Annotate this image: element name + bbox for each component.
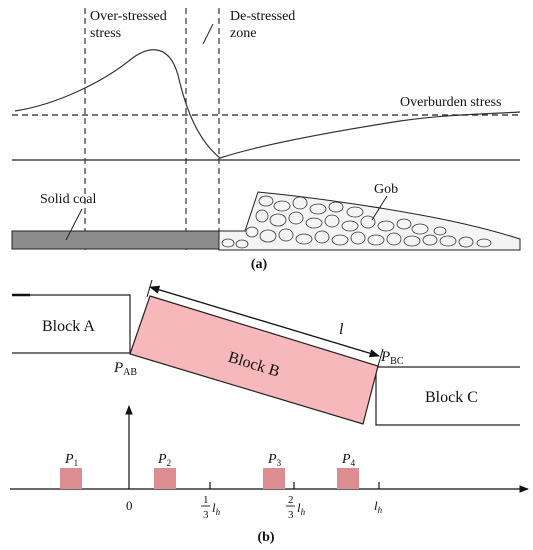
solid-coal-leader [65,208,83,241]
caption-a: (a) [251,257,268,272]
label-overburden-stress: Overburden stress [400,95,501,110]
load-p2 [154,468,176,489]
tick-label-lh: lh [374,498,383,515]
gob-leader [371,195,388,221]
tick-label-two-thirds: 2 3 lh [286,494,306,521]
length-arrow [149,285,380,358]
label-block-a: Block A [42,318,95,335]
length-tick-right [377,348,384,367]
label-solid-coal: Solid coal [40,192,96,207]
label-de-stressed: De-stressed [230,9,295,24]
de-stressed-leader [202,23,214,45]
label-gob: Gob [374,182,398,197]
panel-b: Block A Block B Block C l PAB PBC P1 P2 … [10,279,529,545]
label-p2: P2 [157,452,171,468]
load-p3 [263,468,285,489]
tick-label-third: 1 3 lh [201,494,221,521]
label-over-stressed: Over-stressed [90,9,167,24]
label-p1: P1 [64,452,78,468]
label-length: l [339,321,344,338]
svg-text:2: 2 [288,494,294,506]
block-c [375,366,520,426]
label-p4: P4 [341,452,356,468]
panel-a: Over-stressed stress De-stressed zone Ov… [11,8,521,272]
label-block-c: Block C [425,389,478,406]
tick-label-zero: 0 [126,498,133,513]
solid-coal-seam [11,230,220,250]
label-p3: P3 [267,452,282,468]
label-p-bc: PBC [380,349,404,367]
block-a [12,294,131,354]
length-tick-left [146,279,153,298]
load-p4 [337,468,359,489]
svg-text:lh: lh [297,500,306,517]
svg-text:3: 3 [203,509,209,521]
label-zone: zone [230,26,256,41]
svg-text:lh: lh [212,500,221,517]
stress-curve [14,49,521,159]
gob-region [218,191,521,251]
label-p-ab: PAB [113,360,137,378]
svg-text:1: 1 [203,494,209,506]
label-stress: stress [90,26,121,41]
load-p1 [60,468,82,489]
caption-b: (b) [257,530,274,545]
svg-text:3: 3 [288,509,294,521]
